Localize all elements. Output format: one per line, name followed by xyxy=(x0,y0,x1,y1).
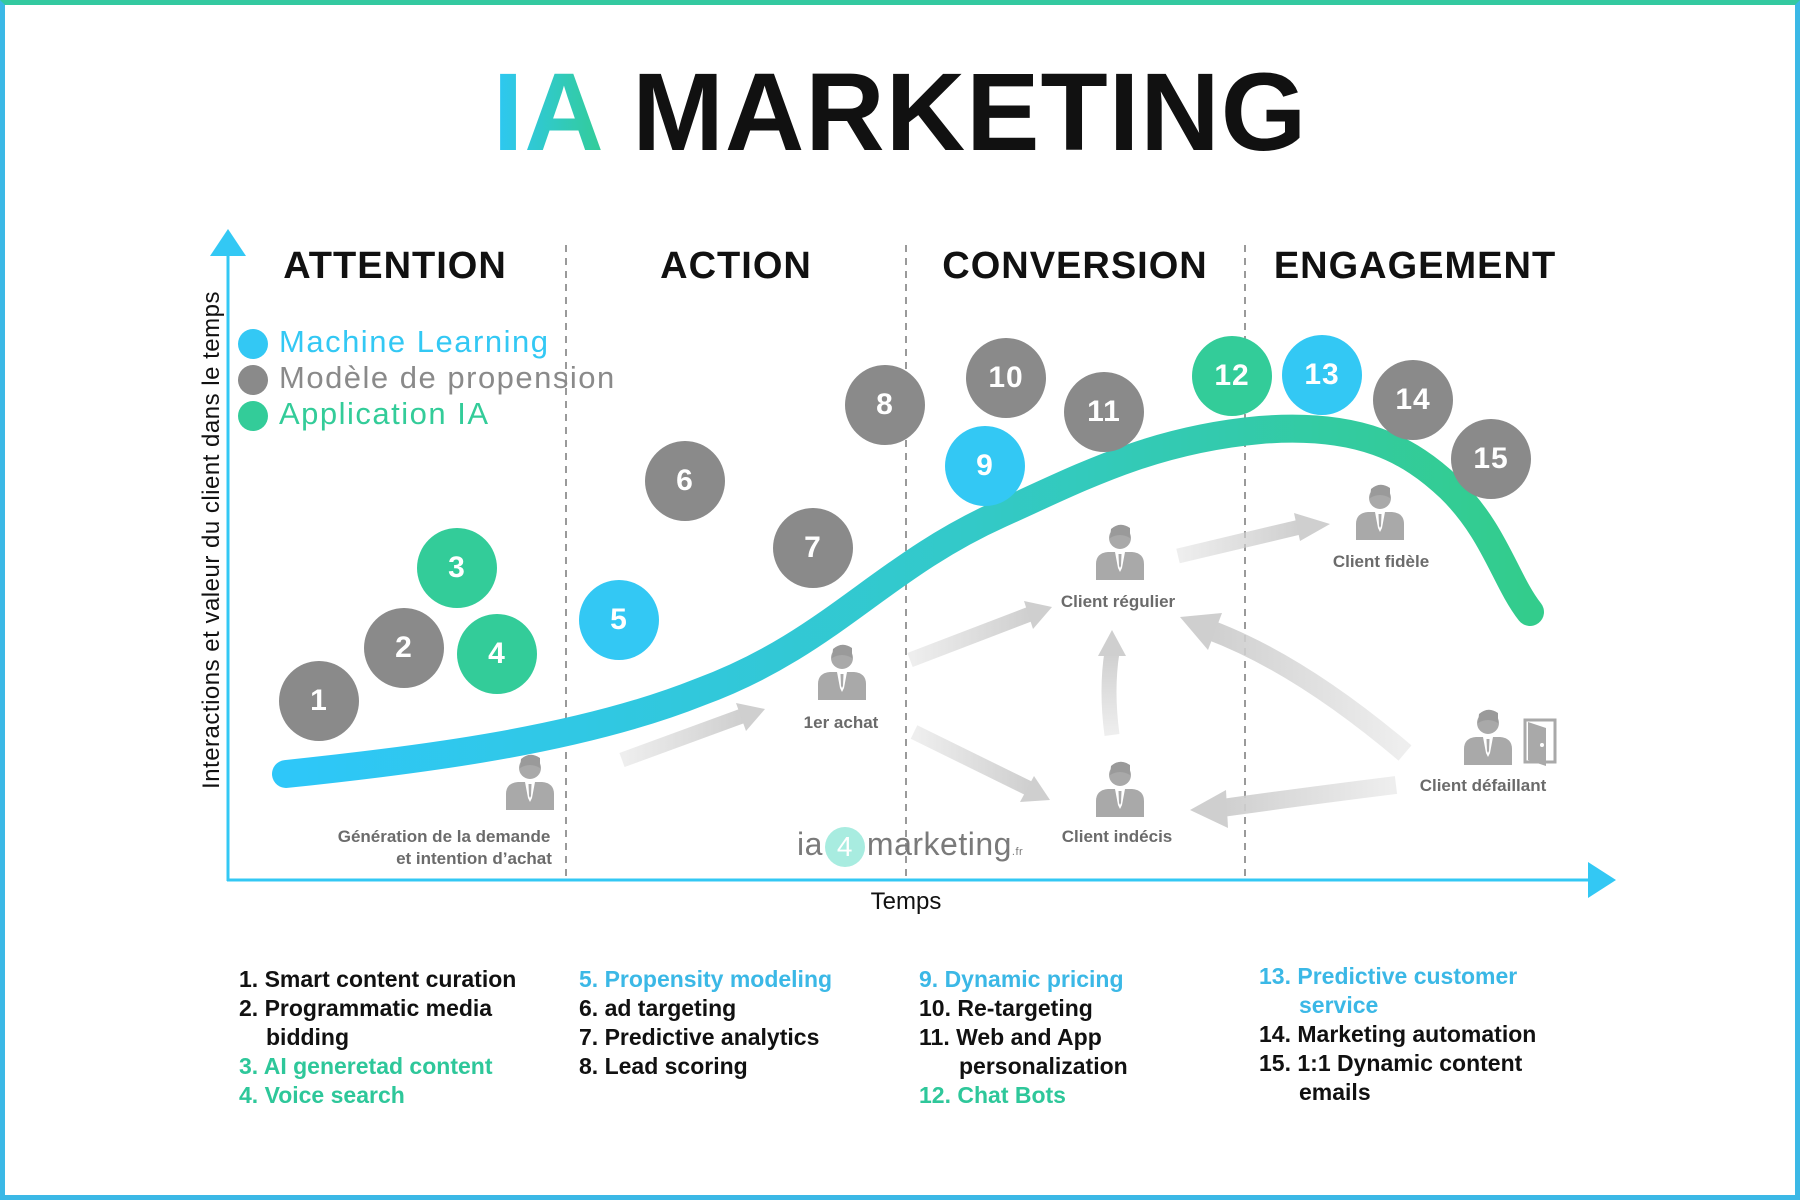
circle-10: 10 xyxy=(966,338,1046,418)
list-item: 5. Propensity modeling xyxy=(579,966,833,992)
list-item: personalization xyxy=(959,1053,1128,1079)
list-item: 15. 1:1 Dynamic content xyxy=(1259,1050,1523,1076)
customer-value-curve xyxy=(272,414,1544,788)
circle-13: 13 xyxy=(1282,335,1362,415)
flow-arrows xyxy=(619,513,1412,828)
label-defaulting: Client défaillant xyxy=(1419,776,1547,795)
list-item: 4. Voice search xyxy=(239,1082,405,1108)
label-loyal: Client fidèle xyxy=(1332,552,1430,571)
label-first-purchase: 1er achat xyxy=(803,713,879,732)
list-item: 13. Predictive customer xyxy=(1259,963,1518,989)
list-item: 12. Chat Bots xyxy=(919,1082,1066,1108)
list-item: 14. Marketing automation xyxy=(1259,1021,1537,1047)
circle-6: 6 xyxy=(645,441,725,521)
circle-11: 11 xyxy=(1064,372,1144,452)
legend-dot xyxy=(238,365,268,395)
circle-5: 5 xyxy=(579,580,659,660)
watermark-right: marketing xyxy=(866,826,1012,862)
phase-conversion: CONVERSION xyxy=(942,245,1208,287)
label-generation-line2: et intention d’achat xyxy=(396,849,552,868)
watermark-suffix: .fr xyxy=(1011,846,1024,858)
list-item: emails xyxy=(1299,1079,1371,1105)
list-item: 6. ad targeting xyxy=(579,995,737,1021)
y-axis-label: Interactions et valeur du client dans le… xyxy=(198,291,225,789)
title-marketing: MARKETING xyxy=(632,51,1308,174)
circle-3: 3 xyxy=(417,528,497,608)
label-regular: Client régulier xyxy=(1060,592,1176,611)
person-icon-undecided xyxy=(1096,761,1144,817)
legend-label: Machine Learning xyxy=(279,324,550,359)
list-item: service xyxy=(1299,992,1379,1018)
x-axis-arrow xyxy=(1588,862,1616,898)
legend-dot xyxy=(238,329,268,359)
list-column-4: 13. Predictive customer service 14. Mark… xyxy=(1259,962,1536,1107)
person-icon-loyal xyxy=(1356,484,1404,540)
legend-dot xyxy=(238,401,268,431)
person-icon-generation xyxy=(506,754,554,810)
circle-15: 15 xyxy=(1451,419,1531,499)
label-generation-line1: Génération de la demande xyxy=(337,827,551,846)
person-icon-first-purchase xyxy=(818,644,866,700)
list-item: 1. Smart content curation xyxy=(239,966,517,992)
watermark-digit: 4 xyxy=(824,826,865,867)
circle-2: 2 xyxy=(364,608,444,688)
circle-9: 9 xyxy=(945,426,1025,506)
list-column-2: 5. Propensity modeling 6. ad targeting 7… xyxy=(579,965,832,1081)
list-item: 3. AI generetad content xyxy=(239,1053,493,1079)
y-axis-arrow xyxy=(210,229,246,256)
list-item: 8. Lead scoring xyxy=(579,1053,748,1079)
list-item: 9. Dynamic pricing xyxy=(919,966,1124,992)
watermark-left: ia xyxy=(797,826,823,862)
list-item: bidding xyxy=(266,1024,350,1050)
list-item: 2. Programmatic media xyxy=(239,995,493,1021)
phase-engagement: ENGAGEMENT xyxy=(1273,245,1557,287)
person-icon-defaulting xyxy=(1464,709,1512,765)
list-item: 10. Re-targeting xyxy=(919,995,1093,1021)
circle-7: 7 xyxy=(773,508,853,588)
circle-8: 8 xyxy=(845,365,925,445)
door-icon xyxy=(1523,718,1557,766)
title-ia: IA xyxy=(492,51,601,174)
circle-12: 12 xyxy=(1192,336,1272,416)
page-title: IA MARKETING xyxy=(0,58,1800,168)
legend-label: Modèle de propension xyxy=(279,360,616,395)
person-icon-regular xyxy=(1096,524,1144,580)
phase-action: ACTION xyxy=(660,245,812,287)
list-item: 7. Predictive analytics xyxy=(579,1024,820,1050)
phase-attention: ATTENTION xyxy=(283,245,507,287)
list-item: 11. Web and App xyxy=(919,1024,1102,1050)
list-column-1: 1. Smart content curation 2. Programmati… xyxy=(239,965,516,1110)
label-undecided: Client indécis xyxy=(1061,827,1173,846)
circle-1: 1 xyxy=(279,661,359,741)
x-axis-label: Temps xyxy=(870,888,942,915)
circle-14: 14 xyxy=(1373,360,1453,440)
circle-4: 4 xyxy=(457,614,537,694)
legend-label: Application IA xyxy=(279,396,490,431)
list-column-3: 9. Dynamic pricing 10. Re-targeting 11. … xyxy=(919,965,1128,1110)
